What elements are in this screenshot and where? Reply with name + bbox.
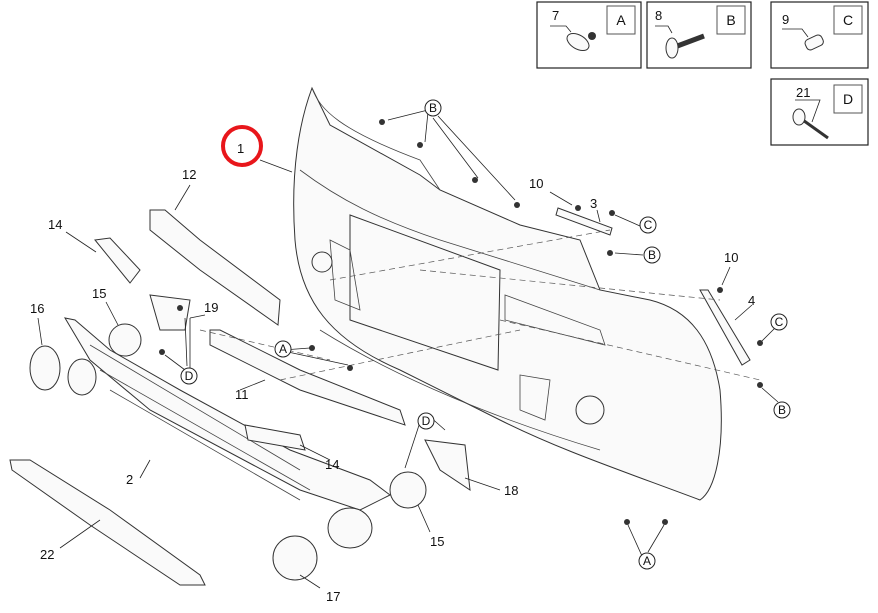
part-label-12: 12 — [182, 167, 196, 182]
lower-grille — [63, 317, 391, 549]
side-bracket-4 — [699, 289, 751, 366]
reflector-right — [244, 424, 306, 451]
svg-text:B: B — [648, 248, 656, 262]
legend-letter: B — [726, 12, 735, 28]
legend-part-number: 21 — [796, 85, 810, 100]
legend-letter: D — [843, 91, 853, 107]
reflector-left — [94, 237, 141, 284]
svg-text:A: A — [279, 342, 287, 356]
fog-lamp-ring-right — [272, 535, 318, 581]
legend-part-number: 7 — [552, 8, 559, 23]
legend-part-number: 9 — [782, 12, 789, 27]
svg-text:D: D — [422, 414, 431, 428]
lower-bracket — [209, 329, 406, 426]
bumper-cover — [293, 86, 722, 501]
svg-text:C: C — [775, 315, 784, 329]
legend-box-d: D 21 — [770, 78, 869, 146]
legend-box-b: B 8 — [646, 1, 752, 69]
side-bracket-3 — [555, 207, 613, 236]
callout-a: A — [638, 552, 656, 570]
upper-bracket — [149, 209, 281, 326]
fog-lamp-left — [108, 323, 142, 357]
part-label-10: 10 — [724, 250, 738, 265]
part-label-3: 3 — [590, 196, 597, 211]
callout-a: A — [274, 340, 292, 358]
nut-fastener-icon — [804, 34, 824, 51]
part-label-18: 18 — [504, 483, 518, 498]
svg-text:B: B — [778, 403, 786, 417]
clip-fastener-icon — [566, 32, 596, 52]
legend-letter: C — [843, 12, 853, 28]
callout-b: B — [773, 401, 791, 419]
lower-trim-strip — [9, 459, 206, 586]
callout-c: C — [770, 313, 788, 331]
rivet-fastener-icon — [792, 108, 829, 140]
part-label-10: 10 — [529, 176, 543, 191]
fastener-callouts: A A B B B C C D D — [180, 99, 791, 570]
fog-lamp-ring-left — [29, 345, 61, 391]
legend-part-number: 8 — [655, 8, 662, 23]
part-label-15: 15 — [92, 286, 106, 301]
part-label-4: 4 — [748, 293, 755, 308]
part-label-2: 2 — [126, 472, 133, 487]
callout-c: C — [639, 216, 657, 234]
part-label-19: 19 — [204, 300, 218, 315]
svg-text:A: A — [643, 554, 651, 568]
part-labels: 1 2 3 4 10 10 11 12 14 14 15 15 16 17 18… — [30, 141, 755, 604]
legend-letter: A — [616, 12, 626, 28]
legend-box-c: C 9 — [770, 1, 869, 69]
callout-b: B — [424, 99, 442, 117]
part-label-14: 14 — [325, 457, 339, 472]
part-label-17: 17 — [326, 589, 340, 604]
part-label-22: 22 — [40, 547, 54, 562]
screw-fastener-icon — [665, 33, 705, 59]
callout-d: D — [417, 412, 435, 430]
part-label-1: 1 — [237, 141, 244, 156]
callout-d: D — [180, 367, 198, 385]
lamp-bracket-right — [424, 439, 471, 492]
svg-text:C: C — [644, 218, 653, 232]
legend-box-a: A 7 — [536, 1, 642, 69]
highlight-ring-part-1 — [221, 125, 263, 167]
lamp-bracket-left — [149, 294, 191, 331]
svg-text:B: B — [429, 101, 437, 115]
part-label-16: 16 — [30, 301, 44, 316]
svg-text:D: D — [185, 369, 194, 383]
part-label-15: 15 — [430, 534, 444, 549]
callout-b: B — [643, 246, 661, 264]
part-label-11: 11 — [235, 387, 249, 402]
fog-lamp-right — [389, 471, 427, 509]
part-label-14: 14 — [48, 217, 62, 232]
